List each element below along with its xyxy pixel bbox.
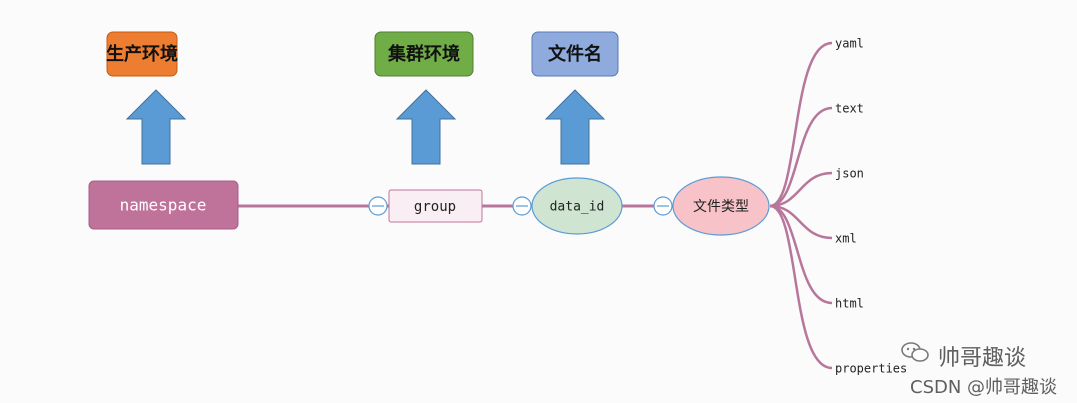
branch-curve xyxy=(769,171,833,208)
node-group-label: group xyxy=(414,199,456,215)
branch-curve xyxy=(769,204,833,370)
box-cluster-env-label: 集群环境 xyxy=(387,43,460,65)
leaf-html[interactable]: html xyxy=(835,297,864,311)
up-arrow-icon xyxy=(125,89,187,165)
node-data-id[interactable]: data_id xyxy=(531,177,623,235)
branch-curve xyxy=(769,106,833,208)
box-production-env-label: 生产环境 xyxy=(106,43,178,65)
watermark-source: CSDN @帅哥趣谈 xyxy=(910,377,1058,398)
branch-curve xyxy=(769,204,833,240)
node-group[interactable]: group xyxy=(388,189,483,223)
leaf-branches xyxy=(769,41,833,370)
box-filename-label: 文件名 xyxy=(548,43,602,65)
up-arrow-icon xyxy=(544,89,606,165)
leaf-yaml[interactable]: yaml xyxy=(835,37,864,51)
leaf-json[interactable]: json xyxy=(835,167,864,181)
box-production-env: 生产环境 xyxy=(106,31,178,77)
collapse-toggle[interactable] xyxy=(368,196,388,216)
node-namespace[interactable]: namespace xyxy=(88,180,239,230)
branch-curve xyxy=(769,41,833,208)
box-cluster-env: 集群环境 xyxy=(374,31,474,77)
node-file-type[interactable]: 文件类型 xyxy=(672,176,770,236)
node-file-type-label: 文件类型 xyxy=(693,199,749,215)
node-namespace-label: namespace xyxy=(120,196,207,215)
branch-curve xyxy=(769,204,833,305)
collapse-toggle[interactable] xyxy=(512,196,532,216)
leaf-properties[interactable]: properties xyxy=(835,362,907,376)
leaf-xml[interactable]: xml xyxy=(835,232,857,246)
box-filename: 文件名 xyxy=(531,31,619,77)
leaf-text[interactable]: text xyxy=(835,102,864,116)
watermark-title: 帅哥趣谈 xyxy=(938,346,1027,371)
up-arrow-icon xyxy=(395,89,457,165)
collapse-toggle[interactable] xyxy=(653,196,673,216)
node-data-id-label: data_id xyxy=(550,200,605,215)
wechat-icon xyxy=(901,342,929,362)
